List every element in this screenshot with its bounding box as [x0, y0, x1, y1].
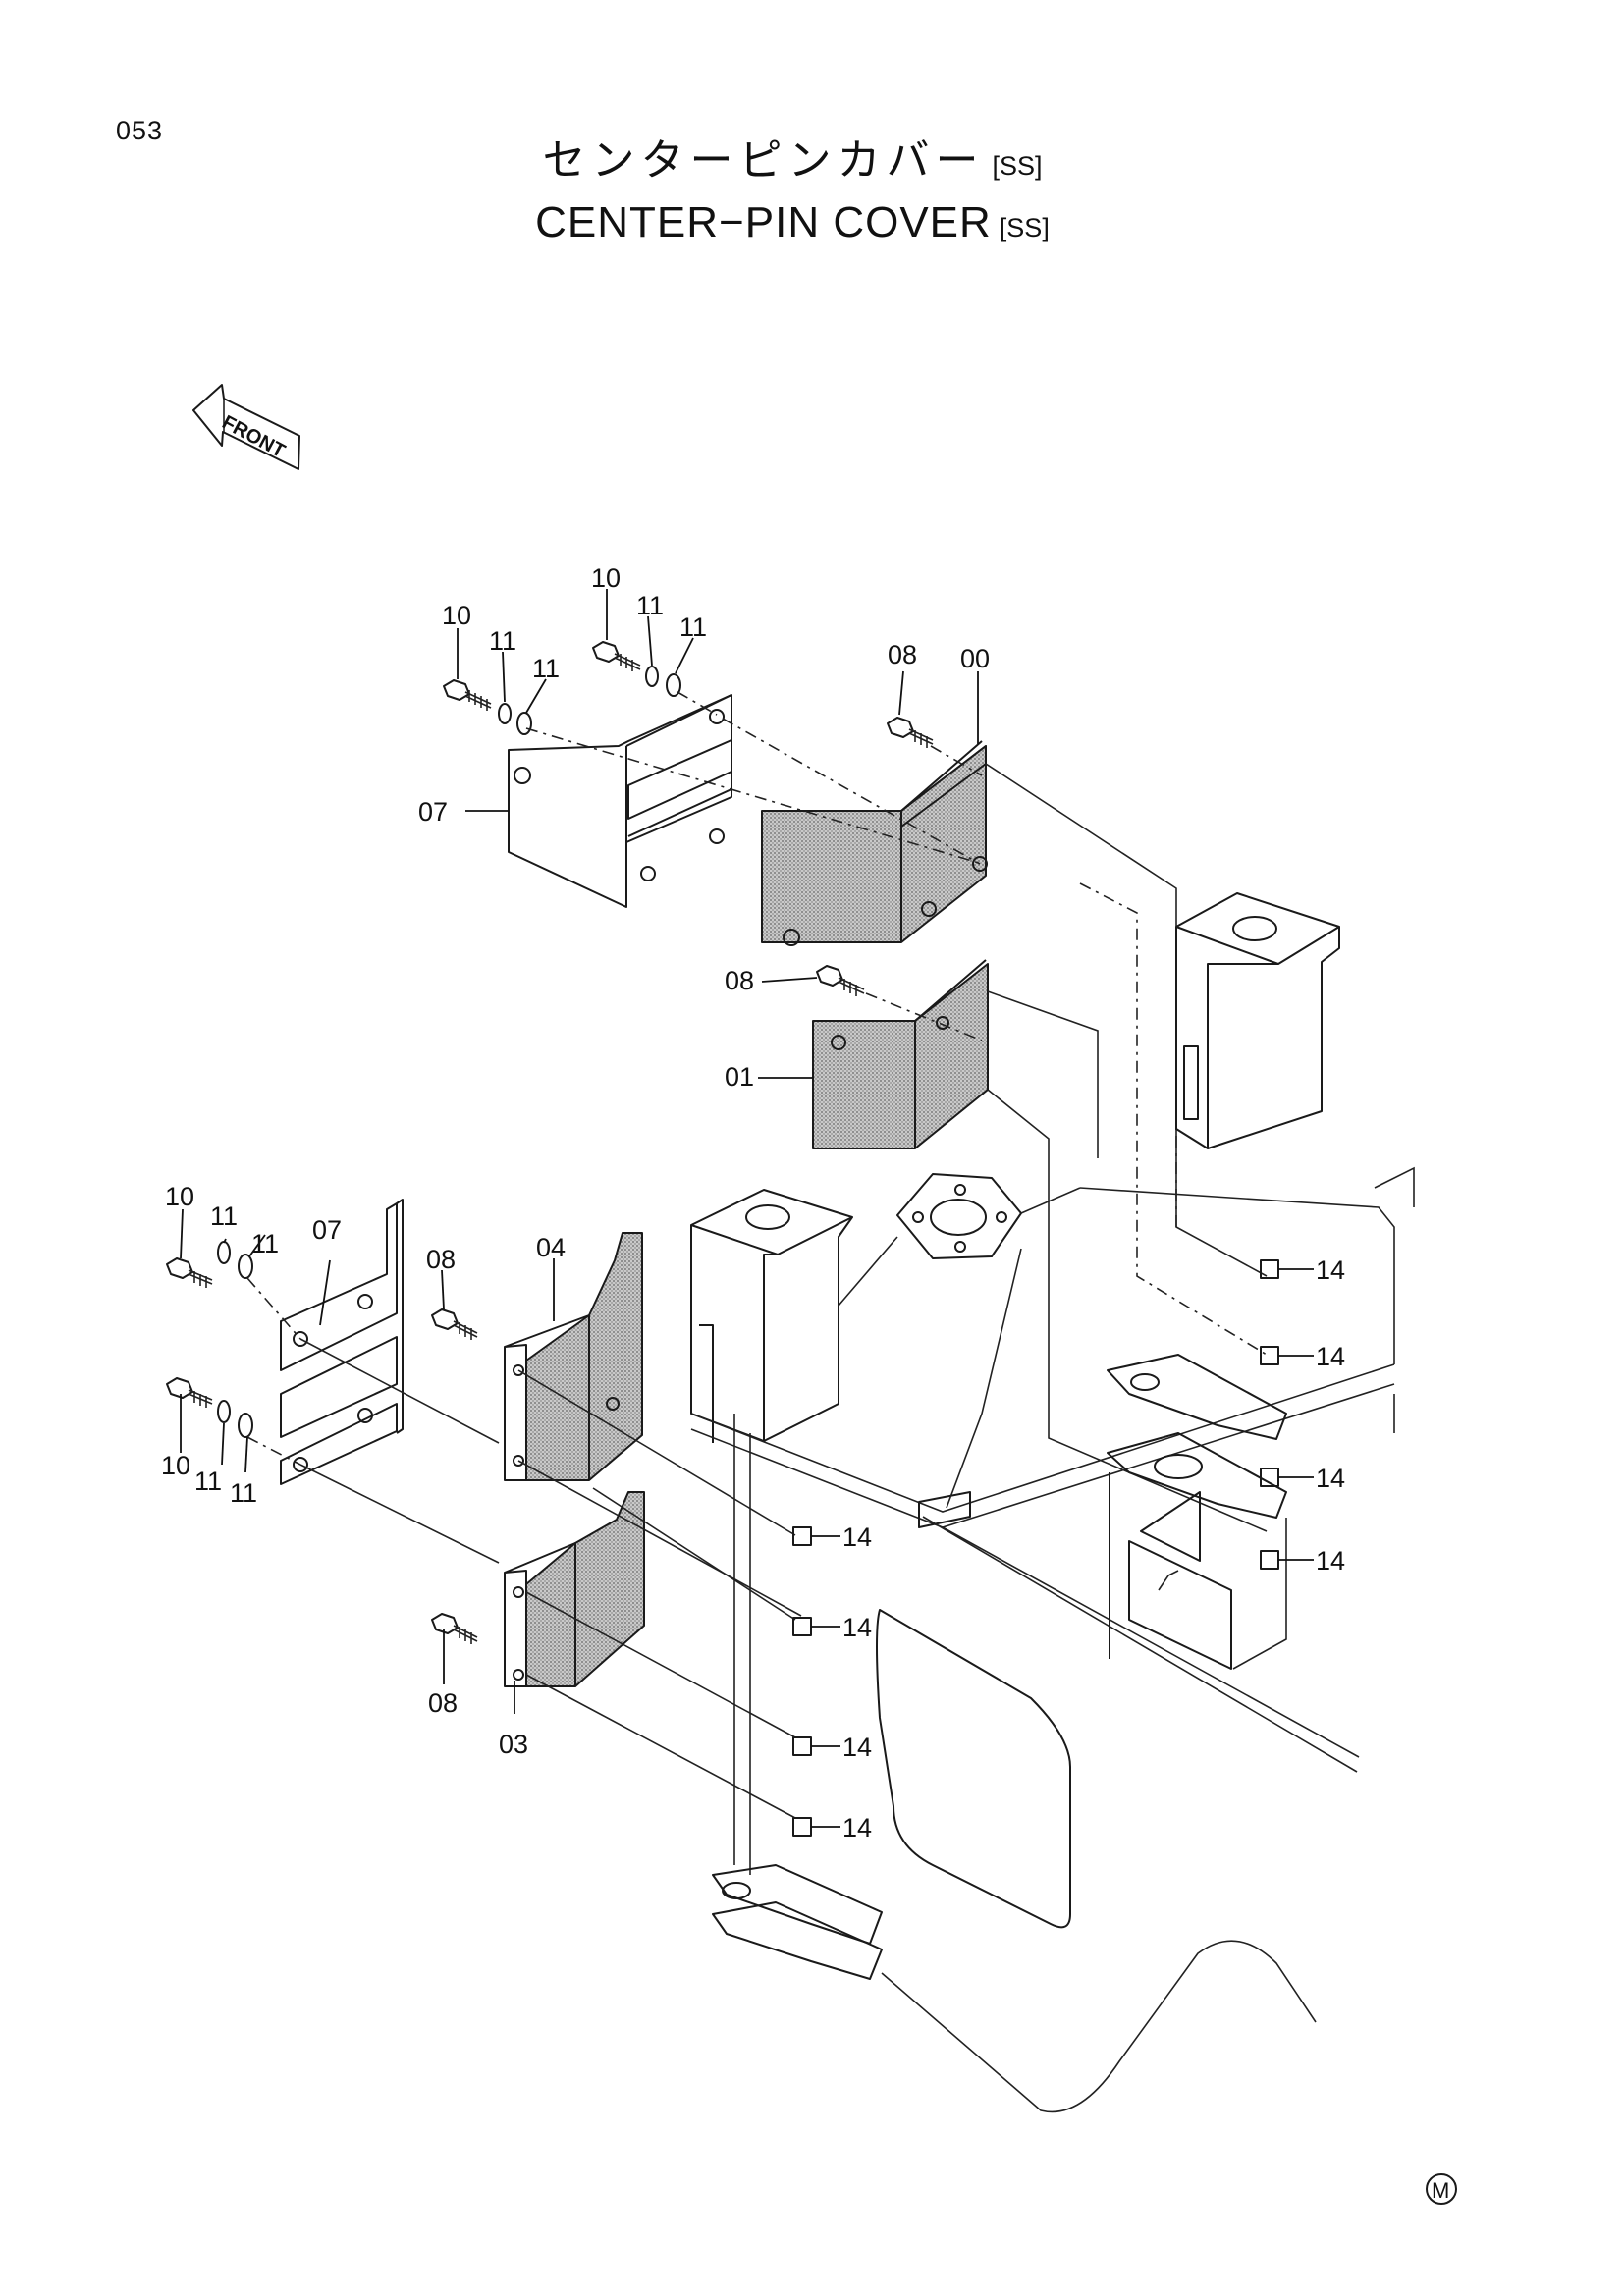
- callout-04: 04: [536, 1233, 566, 1262]
- callout-10-c: 10: [165, 1182, 194, 1211]
- callout-07-upper: 07: [418, 797, 448, 827]
- callout-14-g: 14: [842, 1733, 872, 1762]
- callout-14-b: 14: [1316, 1342, 1345, 1371]
- bracket-07-upper: [508, 694, 732, 908]
- callout-03: 03: [499, 1730, 528, 1759]
- callout-10-b: 10: [591, 563, 621, 593]
- callout-11-b: 11: [532, 654, 560, 683]
- callout-01: 01: [725, 1062, 754, 1092]
- front-arrow-label: FRONT: [219, 411, 289, 462]
- machine-frame: [690, 892, 1415, 2113]
- washer-11-h: [238, 1413, 253, 1438]
- washer-11-e: [217, 1241, 231, 1264]
- title-english-text: CENTER−PIN COVER: [535, 198, 992, 246]
- callout-14-f: 14: [842, 1613, 872, 1642]
- callout-11-e: 11: [210, 1201, 238, 1231]
- title-block: センターピンカバー[SS] CENTER−PIN COVER[SS]: [0, 133, 1624, 257]
- title-english: CENTER−PIN COVER[SS]: [0, 193, 1624, 257]
- cover-04: [504, 1232, 643, 1481]
- washer-11-f: [238, 1254, 253, 1279]
- bolt-08-c: [431, 1308, 478, 1340]
- callout-14-a: 14: [1316, 1255, 1345, 1285]
- callout-14-h: 14: [842, 1813, 872, 1842]
- callout-08-middle: 08: [725, 966, 754, 995]
- front-arrow-icon: FRONT: [192, 384, 300, 470]
- title-japanese-text: センターピンカバー: [542, 136, 985, 185]
- washer-11-a: [498, 703, 512, 724]
- callout-10-d: 10: [161, 1451, 190, 1480]
- washer-11-c: [645, 666, 659, 687]
- callout-00: 00: [960, 644, 990, 673]
- washer-11-b: [516, 712, 532, 735]
- callout-08-upper: 08: [888, 640, 917, 669]
- bolt-08-b: [816, 965, 865, 996]
- washer-11-g: [217, 1400, 231, 1423]
- title-japanese: センターピンカバー[SS]: [0, 133, 1624, 193]
- callout-07-lower: 07: [312, 1215, 342, 1245]
- callout-leaders: [180, 589, 1314, 1828]
- callout-14-c: 14: [1316, 1464, 1345, 1493]
- circled-m-icon: M: [1426, 2173, 1457, 2205]
- cover-01: [812, 959, 989, 1149]
- callout-11-a: 11: [489, 626, 516, 656]
- callout-10-a: 10: [442, 601, 471, 630]
- cover-00: [761, 740, 988, 946]
- bracket-07-lower: [280, 1199, 404, 1485]
- callout-14-d: 14: [1316, 1546, 1345, 1575]
- bolt-08-d: [431, 1613, 478, 1644]
- corner-mark-letter: M: [1432, 2178, 1449, 2203]
- washer-11-d: [666, 673, 681, 697]
- callout-11-h: 11: [230, 1478, 257, 1508]
- bolt-08-a: [887, 717, 934, 748]
- callout-11-d: 11: [679, 613, 707, 642]
- callout-11-g: 11: [194, 1467, 222, 1496]
- callout-11-c: 11: [636, 591, 664, 620]
- bolt-10-c: [166, 1257, 213, 1288]
- bolt-10-a: [443, 679, 492, 711]
- title-japanese-code: [SS]: [992, 151, 1043, 181]
- title-english-code: [SS]: [999, 213, 1050, 242]
- callout-08-lower-b: 08: [428, 1688, 458, 1718]
- callout-08-lower-a: 08: [426, 1245, 456, 1274]
- page-number: 053: [116, 116, 164, 145]
- callout-11-f: 11: [251, 1229, 279, 1258]
- bolt-10-d: [166, 1377, 213, 1408]
- callout-14-e: 14: [842, 1522, 872, 1552]
- cover-03: [504, 1491, 645, 1687]
- bolt-10-b: [592, 641, 641, 671]
